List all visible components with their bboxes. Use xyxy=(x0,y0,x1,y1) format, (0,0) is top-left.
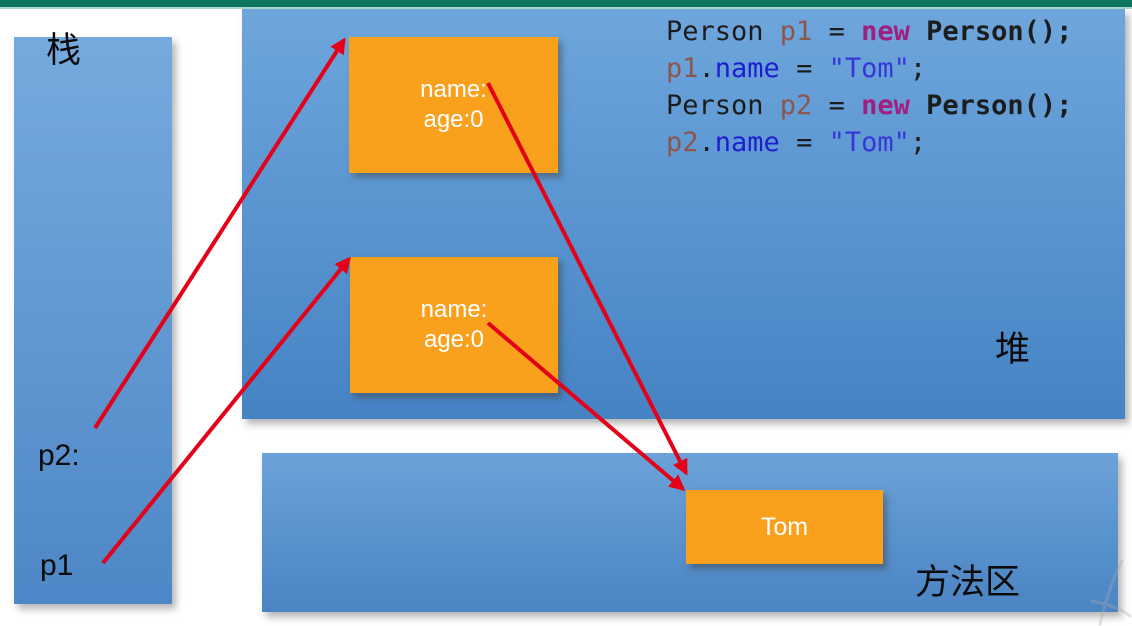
tom-string-value: Tom xyxy=(760,513,809,541)
person2-name-field: name: xyxy=(420,296,488,323)
code-line: Person p2 = new Person(); xyxy=(666,90,1073,121)
top-accent-bar-highlight xyxy=(0,7,1132,9)
code-line: p1.name = "Tom"; xyxy=(666,53,927,84)
person-object-2: name: age:0 xyxy=(350,257,558,393)
method-area-region-label: 方法区 xyxy=(915,563,1021,602)
stack-variable-p2: p2: xyxy=(38,439,80,472)
method-area-panel: 方法区 Tom xyxy=(262,453,1118,612)
heap-region-label: 堆 xyxy=(995,330,1031,369)
stack-variable-p1: p1 xyxy=(40,549,74,582)
code-block: Person p1 = new Person(); p1.name = "Tom"… xyxy=(666,13,1072,161)
stack-region-label: 栈 xyxy=(46,31,82,70)
top-accent-bar xyxy=(0,0,1132,7)
person-object-1: name: age:0 xyxy=(349,37,558,173)
person2-age-field: age:0 xyxy=(423,326,485,353)
string-constant-tom: Tom xyxy=(686,490,883,564)
person1-name-field: name: xyxy=(420,76,487,103)
heap-panel: 堆 name: age:0 name: age:0 Person p1 = ne… xyxy=(242,9,1125,419)
person1-age-field: age:0 xyxy=(423,106,484,133)
code-line: p2.name = "Tom"; xyxy=(666,127,927,158)
stack-panel: 栈 p2: p1 xyxy=(14,32,172,604)
code-line: Person p1 = new Person(); xyxy=(666,16,1073,47)
